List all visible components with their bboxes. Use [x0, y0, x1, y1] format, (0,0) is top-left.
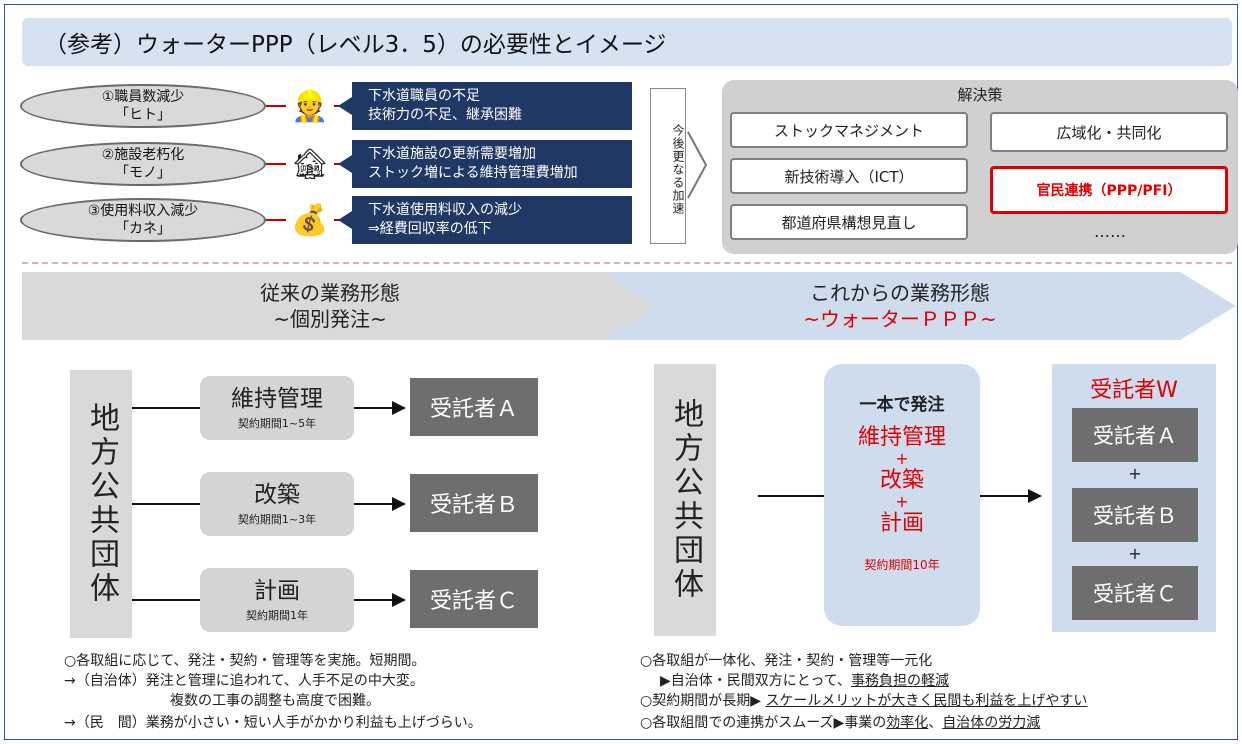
task-renovation: 改築 契約期間1~3年	[200, 472, 354, 536]
issue-label: ③使用料収入減少	[87, 203, 199, 219]
underlined-text: 自治体の労力減	[942, 715, 1041, 731]
solution-regionalization: 広域化・共同化	[990, 112, 1228, 152]
note-left-2: →（自治体）発注と管理に追われて、人手不足の中大変。	[64, 673, 424, 689]
local-government-label: 地方公共団体	[654, 364, 716, 636]
band-heading: これからの業務形態	[810, 281, 990, 305]
task-period: 契約期間1年	[246, 609, 308, 622]
task-period: 契約期間1~5年	[237, 417, 317, 430]
band-subheading: ~ウォーターＰＰＰ~	[803, 307, 997, 331]
issue-sub: 「ヒト」	[115, 107, 171, 123]
local-government-label: 地方公共団体	[70, 370, 132, 638]
note-left-4: →（民 間）業務が小さい・短い人手がかかり利益も上げづらい。	[64, 715, 482, 731]
issue-detail-line: 下水道施設の更新需要増加	[368, 146, 536, 162]
bundle-plus: +	[895, 449, 909, 468]
issue-detail-people: 下水道職員の不足 技術力の不足、継承困難	[338, 82, 632, 130]
bundle-period: 契約期間10年	[864, 558, 940, 572]
band-conventional-text: 従来の業務形態 ~個別発注~	[160, 280, 500, 332]
section-divider	[22, 262, 1232, 264]
solution-stock-management: ストックマネジメント	[730, 112, 968, 148]
bundle-item: 改築	[879, 468, 924, 493]
issue-detail-line: ⇒経費回収率の低下	[368, 221, 492, 237]
underlined-text: 効率化	[886, 715, 929, 731]
bundle-title: 一本で発注	[859, 395, 945, 415]
arrow-line	[354, 407, 394, 409]
bundle-item: 維持管理	[857, 425, 946, 450]
contractor-a-box: 受託者Ａ	[410, 378, 538, 436]
connector-line	[266, 163, 286, 165]
underlined-text: 事務負担の軽減	[850, 673, 949, 689]
note-right-1: ○各取組が一体化、発注・契約・管理等一元化	[640, 653, 933, 669]
acceleration-label: 今後更なる加速	[650, 88, 686, 244]
issue-label: ②施設老朽化	[101, 147, 185, 163]
band-future	[600, 272, 1236, 340]
money-bag-icon: 💰	[291, 202, 329, 238]
task-period: 契約期間1~3年	[237, 513, 317, 526]
issue-label: ①職員数減少	[101, 89, 185, 105]
band-heading: 従来の業務形態	[260, 281, 400, 305]
slide-title: （参考）ウォーターPPP（レベル3．5）の必要性とイメージ	[22, 18, 1232, 66]
band-future-text: これからの業務形態 ~ウォーターＰＰＰ~	[730, 280, 1070, 332]
issue-pill-money: ③使用料収入減少 「カネ」	[20, 198, 266, 242]
bundle-item: 計画	[879, 511, 924, 536]
connector-line	[758, 495, 824, 497]
solution-title: 解決策	[957, 86, 1003, 104]
note-left-1: ○各取組に応じて、発注・契約・管理等を実施。短期間。	[64, 653, 426, 669]
arrow-right-icon	[392, 401, 406, 415]
task-maintenance: 維持管理 契約期間1~5年	[200, 376, 354, 440]
worker-icon: 👷	[291, 88, 329, 124]
arrow-right-icon	[1028, 489, 1042, 503]
solution-ppp-pfi: 官民連携（PPP/PFI）	[990, 166, 1228, 214]
contractor-b-box: 受託者Ｂ	[1072, 488, 1198, 542]
arrow-right-icon	[392, 497, 406, 511]
slide-title-text: （参考）ウォーターPPP（レベル3．5）の必要性とイメージ	[44, 32, 667, 58]
connector-line	[132, 503, 200, 505]
arrow-right-icon	[392, 593, 406, 607]
note-right-4: ○各取組間での連携がスムーズ▶事業の効率化、自治体の労力減	[640, 715, 1041, 731]
chevron-right-icon	[687, 131, 708, 199]
solution-more: ……	[1094, 222, 1126, 241]
old-facility-icon: 🏚	[290, 146, 330, 182]
issue-sub: 「モノ」	[115, 165, 171, 181]
contractor-c-box: 受託者Ｃ	[1072, 566, 1198, 620]
contractor-a-box: 受託者Ａ	[1072, 408, 1198, 462]
task-name: 維持管理	[231, 386, 323, 412]
issue-pill-things: ②施設老朽化 「モノ」	[20, 142, 266, 186]
bundled-order-box: 一本で発注 維持管理 + 改築 + 計画 契約期間10年	[824, 364, 980, 626]
issue-detail-line: 下水道職員の不足	[368, 88, 480, 104]
task-name: 改築	[254, 482, 300, 508]
contractor-b-box: 受託者Ｂ	[410, 474, 538, 532]
issue-detail-line: 技術力の不足、継承困難	[368, 107, 522, 123]
note-left-3: 複数の工事の調整も高度で困難。	[170, 693, 380, 709]
connector-line	[266, 219, 286, 221]
plus-sign: +	[1128, 464, 1142, 483]
solution-prefecture-plan: 都道府県構想見直し	[730, 204, 968, 240]
slide-frame	[4, 4, 1238, 740]
note-right-3: ○契約期間が長期▶ スケールメリットが大きく民間も利益を上げやすい	[640, 693, 1088, 709]
bundle-plus: +	[895, 492, 909, 511]
connector-line	[266, 105, 286, 107]
connector-line	[132, 407, 200, 409]
band-conventional	[22, 272, 662, 340]
issue-sub: 「カネ」	[115, 221, 171, 237]
plus-sign: +	[1128, 544, 1142, 563]
issue-detail-money: 下水道使用料収入の減少 ⇒経費回収率の低下	[338, 196, 632, 244]
band-subheading: ~個別発注~	[273, 307, 387, 331]
contractor-w-title: 受託者W	[1090, 378, 1178, 403]
issue-pill-people: ①職員数減少 「ヒト」	[20, 84, 266, 128]
issue-detail-line: 下水道使用料収入の減少	[368, 202, 522, 218]
solution-new-technology: 新技術導入（ICT）	[730, 158, 968, 194]
task-planning: 計画 契約期間1年	[200, 568, 354, 632]
connector-line	[132, 599, 200, 601]
arrow-line	[354, 599, 394, 601]
underlined-text: スケールメリットが大きく民間も利益を上げやすい	[765, 693, 1088, 709]
contractor-c-box: 受託者Ｃ	[410, 570, 538, 628]
note-right-2: ▶自治体・民間双方にとって、事務負担の軽減	[660, 673, 949, 689]
arrow-line	[354, 503, 394, 505]
arrow-line	[980, 495, 1030, 497]
issue-detail-line: ストック増による維持管理費増加	[368, 165, 578, 181]
issue-detail-things: 下水道施設の更新需要増加 ストック増による維持管理費増加	[338, 140, 632, 188]
task-name: 計画	[254, 578, 300, 604]
